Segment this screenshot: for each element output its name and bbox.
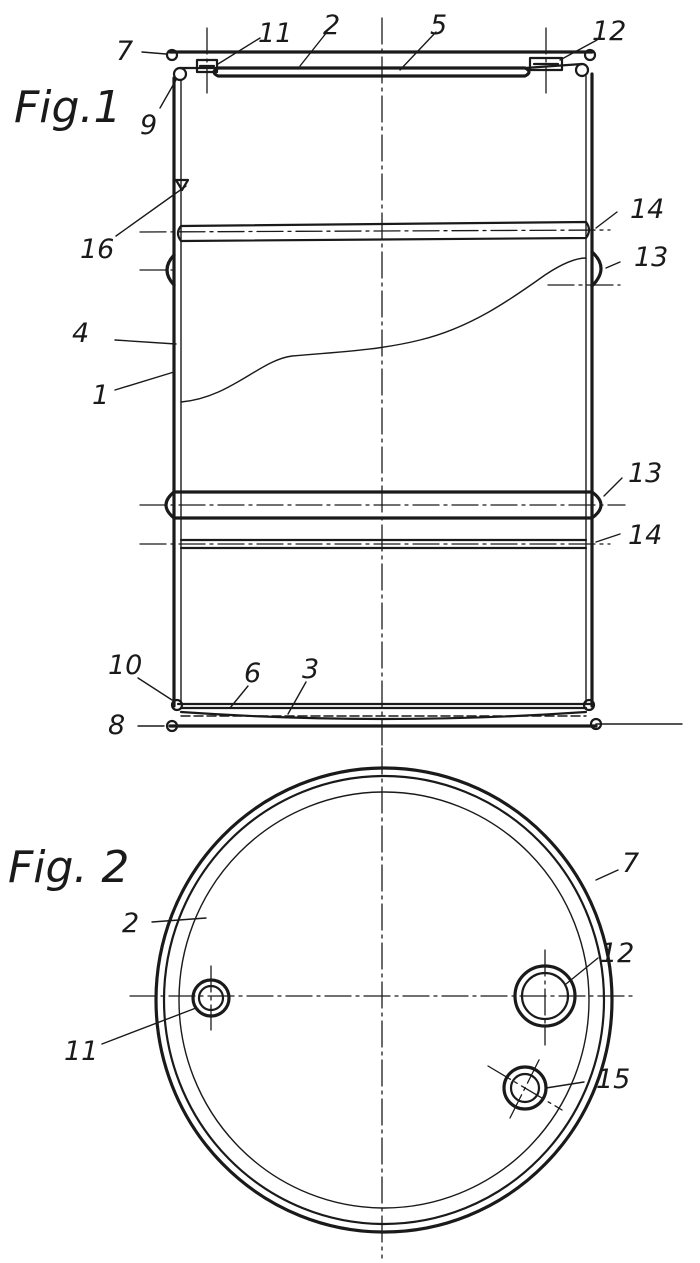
fig1-label-4: 4 (72, 318, 89, 349)
fig1-label-12: 12 (592, 16, 626, 47)
fig1-top-chime-left (165, 48, 179, 62)
fig1-label-3: 3 (302, 654, 319, 685)
fig1-bottom-seam-left (170, 698, 184, 712)
fig1-upper-swage-axis (139, 229, 611, 233)
fig1-upper-rolling-hoop (165, 250, 603, 288)
fig1-top-chime-right (583, 48, 597, 62)
fig1-top-seam-left (172, 66, 188, 82)
fig1-bung-12 (528, 56, 564, 72)
fig1-label-14a: 14 (630, 194, 664, 225)
fig1-label-1: 1 (92, 380, 109, 411)
fig2-vent-15-inner (509, 1072, 541, 1104)
fig1-top-head (212, 66, 531, 78)
fig1-label-2: 2 (323, 10, 340, 41)
fig1-bottom-head (176, 702, 592, 721)
fig1-label-8: 8 (108, 710, 125, 741)
fig2-label-11: 11 (64, 1036, 98, 1067)
fig1-label-13b: 13 (628, 458, 662, 489)
fig1-upper-swage (176, 220, 591, 243)
figure-1-drum-side-view: Fig.1 7 11 2 5 12 9 16 14 13 4 1 13 14 1… (14, 10, 683, 746)
fig1-label-6: 6 (244, 658, 261, 689)
fig1-top-seam-right (574, 62, 590, 78)
fig2-rim-inner (162, 774, 606, 1226)
fig1-cutaway-line (180, 257, 587, 403)
figure-2-drum-top-view: Fig. 2 7 2 12 11 15 (8, 747, 639, 1259)
fig1-label-13a: 13 (634, 242, 668, 273)
fig2-title: Fig. 2 (8, 842, 129, 893)
fig1-label-9: 9 (140, 110, 157, 141)
fig1-label-14b: 14 (628, 520, 662, 551)
fig2-head-edge (178, 791, 590, 1209)
fig1-label-11: 11 (258, 18, 292, 49)
fig1-label-5: 5 (430, 10, 447, 41)
fig1-label-16: 16 (80, 234, 114, 265)
fig1-label-10: 10 (108, 650, 142, 681)
fig1-bottom-chime-left (165, 719, 179, 733)
fig2-label-15: 15 (596, 1064, 630, 1095)
fig1-bottom-seam-right (582, 698, 596, 712)
fig1-fill-marker (174, 178, 190, 192)
fig1-leader-lines (114, 31, 623, 727)
fig1-title: Fig.1 (14, 82, 121, 133)
fig2-leader-lines (101, 869, 619, 1089)
fig2-outer-rim (154, 766, 614, 1234)
fig1-top-head-edge-right (523, 62, 584, 70)
fig1-bung-11 (195, 58, 219, 74)
fig2-label-12: 12 (600, 938, 634, 969)
fig1-label-7: 7 (116, 36, 133, 67)
fig2-vent-axis-b (509, 1057, 541, 1119)
fig1-lower-swage (179, 538, 588, 550)
fig2-label-7: 7 (622, 848, 639, 879)
fig2-label-2: 2 (122, 908, 139, 939)
